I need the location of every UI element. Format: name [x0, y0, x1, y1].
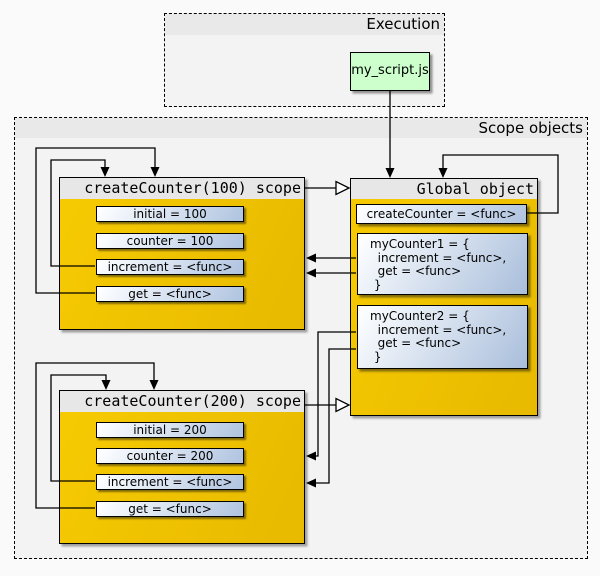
var-increment-100: increment = <func>	[96, 259, 244, 275]
global-object-box: Global object createCounter = <func> myC…	[350, 178, 538, 416]
var-get-100: get = <func>	[96, 286, 244, 302]
global-var-mycounter2: myCounter2 = { increment = <func>, get =…	[357, 305, 528, 369]
global-var-mycounter1: myCounter1 = { increment = <func>, get =…	[357, 233, 528, 295]
var-get-200: get = <func>	[96, 501, 244, 517]
execution-group: Execution my_script.js	[164, 13, 445, 107]
scope-box-100: createCounter(100) scope initial = 100 c…	[59, 177, 305, 330]
scope-objects-group-label: Scope objects	[15, 118, 587, 138]
var-initial-100: initial = 100	[96, 206, 244, 222]
var-counter-100: counter = 100	[96, 233, 244, 249]
var-counter-200: counter = 200	[96, 448, 244, 464]
scope-box-200-title: createCounter(200) scope	[60, 391, 304, 412]
global-var-createcounter: createCounter = <func>	[356, 204, 527, 224]
execution-group-label: Execution	[165, 14, 444, 35]
var-initial-200: initial = 200	[96, 422, 244, 438]
scope-box-200: createCounter(200) scope initial = 200 c…	[59, 390, 305, 544]
global-object-title: Global object	[351, 179, 537, 199]
scope-box-100-title: createCounter(100) scope	[60, 178, 304, 199]
script-node: my_script.js	[350, 52, 430, 91]
var-increment-200: increment = <func>	[96, 474, 244, 490]
